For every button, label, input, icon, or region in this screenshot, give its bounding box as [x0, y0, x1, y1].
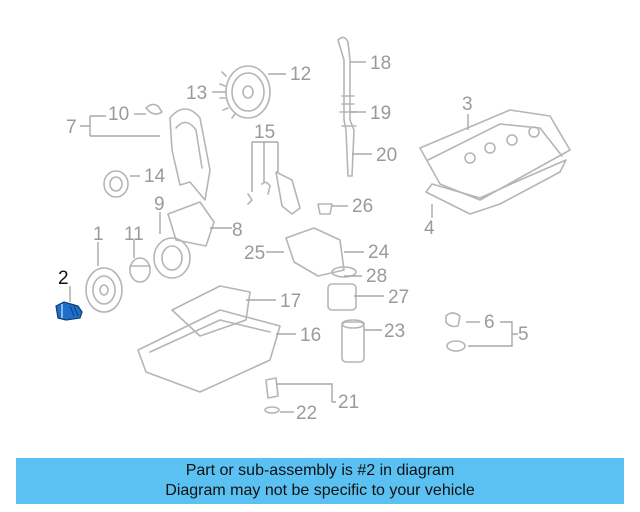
callout-8[interactable]: 8: [232, 220, 243, 241]
part-timing-gear[interactable]: [219, 65, 271, 119]
part-filter-housing[interactable]: [285, 227, 345, 277]
callout-5[interactable]: 5: [518, 324, 529, 345]
callout-14[interactable]: 14: [144, 166, 166, 187]
callout-18[interactable]: 18: [370, 53, 391, 74]
callout-15[interactable]: 15: [254, 122, 275, 143]
part-oil-pan-baffle[interactable]: [171, 285, 251, 337]
part-oil-pan[interactable]: [137, 309, 281, 393]
part-2-bolt[interactable]: [55, 301, 83, 321]
callout-20[interactable]: 20: [376, 145, 397, 166]
part-guide-set[interactable]: [247, 171, 301, 215]
callout-3[interactable]: 3: [462, 94, 473, 115]
callout-7[interactable]: 7: [66, 117, 77, 138]
part-drain-plug[interactable]: [264, 377, 280, 414]
leader-lines: [69, 61, 518, 413]
part-oil-filter[interactable]: [341, 319, 365, 363]
callout-13[interactable]: 13: [186, 83, 207, 104]
part-cap[interactable]: [129, 257, 151, 283]
caption-line-1: Part or sub-assembly is #2 in diagram: [185, 462, 455, 479]
callout-2[interactable]: 2: [58, 268, 69, 289]
part-oil-cooler[interactable]: [327, 266, 357, 311]
callout-4[interactable]: 4: [424, 218, 435, 239]
parts-diagram: 1 2 3 4 5 6 7 8 9 10 11 12 13 14 15 16 1…: [55, 36, 571, 424]
callout-22[interactable]: 22: [296, 403, 317, 424]
callout-24[interactable]: 24: [368, 242, 390, 263]
part-sender[interactable]: [317, 203, 333, 215]
callout-21[interactable]: 21: [338, 392, 359, 413]
callout-26[interactable]: 26: [352, 196, 373, 217]
callout-11[interactable]: 11: [124, 224, 144, 245]
callout-6[interactable]: 6: [484, 312, 495, 333]
part-timing-cover[interactable]: [169, 108, 211, 201]
callout-9[interactable]: 9: [154, 194, 165, 215]
callout-12[interactable]: 12: [290, 64, 311, 85]
callout-10[interactable]: 10: [108, 104, 129, 125]
part-valve-cover[interactable]: [419, 109, 571, 201]
caption-line-2: Diagram may not be specific to your vehi…: [165, 482, 475, 499]
callout-28[interactable]: 28: [366, 266, 387, 287]
part-idler-pulley[interactable]: [103, 170, 129, 198]
part-valve-cover-gasket[interactable]: [425, 159, 567, 215]
part-seal-set[interactable]: [445, 312, 466, 352]
callout-16[interactable]: 16: [300, 325, 321, 346]
callout-25[interactable]: 25: [244, 243, 265, 264]
callout-27[interactable]: 27: [388, 287, 409, 308]
callout-1[interactable]: 1: [93, 224, 104, 245]
caption-banner: Part or sub-assembly is #2 in diagram Di…: [16, 458, 624, 504]
callout-17[interactable]: 17: [280, 291, 301, 312]
part-pump-housing[interactable]: [153, 201, 215, 279]
callout-23[interactable]: 23: [384, 321, 405, 342]
callout-19[interactable]: 19: [370, 103, 391, 124]
part-clip[interactable]: [145, 103, 163, 115]
part-dipstick[interactable]: [337, 36, 357, 177]
part-crank-pulley[interactable]: [85, 267, 123, 313]
